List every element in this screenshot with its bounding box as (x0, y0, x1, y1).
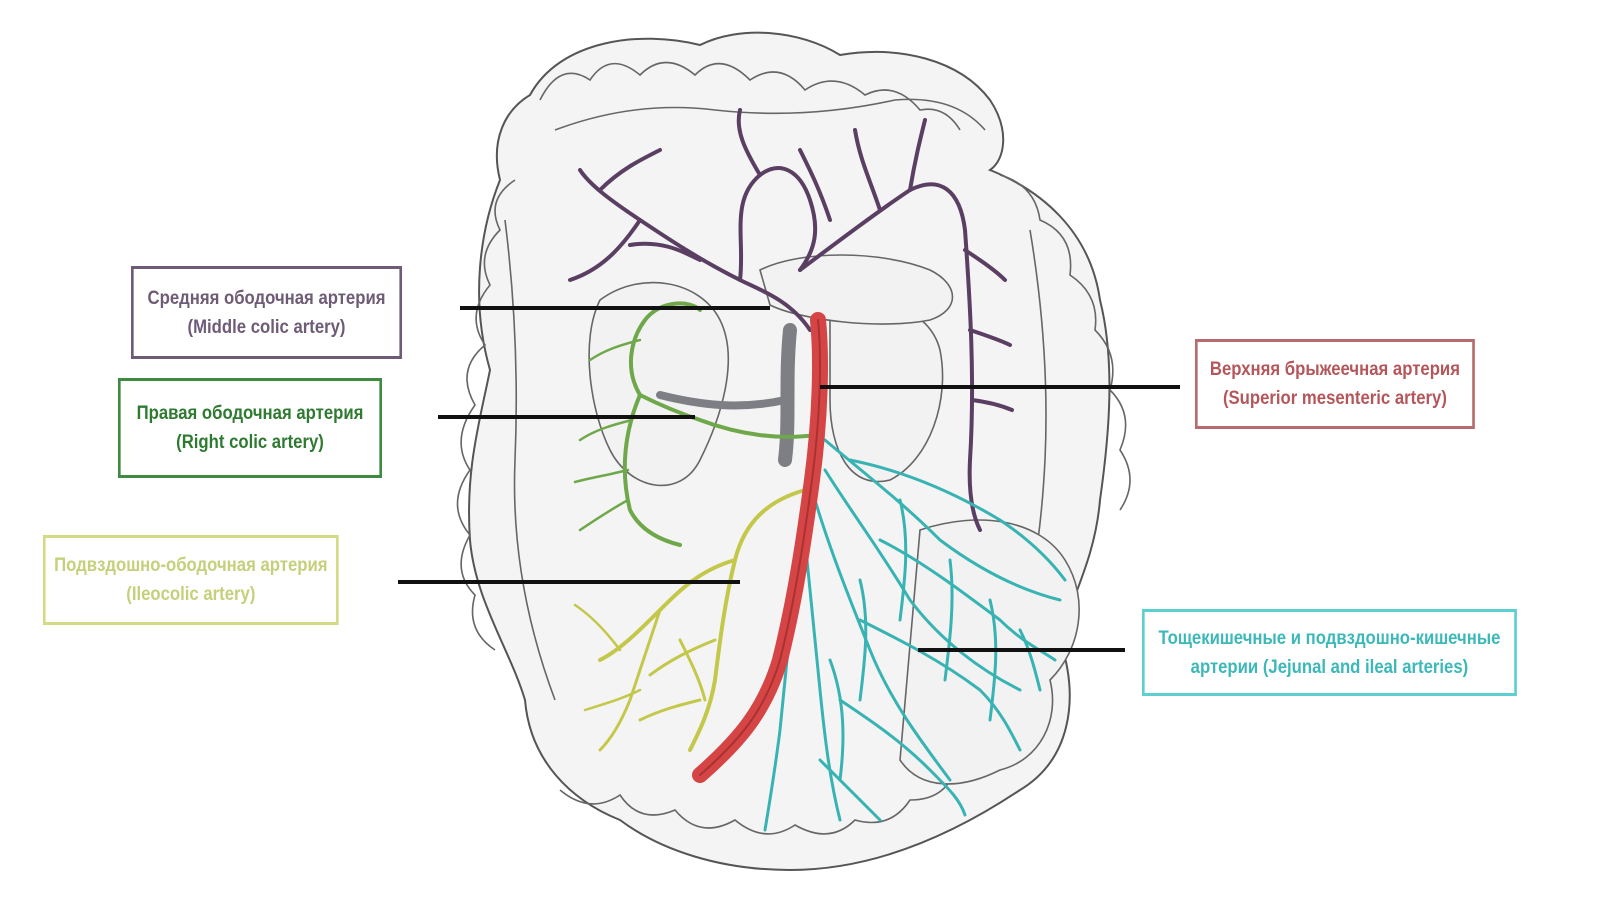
label-superior-mesenteric-en: (Superior mesenteric artery) (1222, 388, 1447, 409)
label-right-colic-en: (Right colic artery) (176, 432, 324, 453)
label-ileocolic-artery: Подвздошно-ободочная артерия (Ileocolic … (43, 535, 339, 625)
right-colic-vessels (573, 301, 817, 547)
jejunal-ileal-vessels (763, 438, 1067, 832)
label-middle-colic-ru: Средняя ободочная артерия (147, 287, 386, 309)
label-superior-mesenteric-artery: Верхняя брыжеечная артерия (Superior mes… (1195, 339, 1475, 429)
label-ileocolic-en: (Ileocolic artery) (126, 584, 256, 605)
ileocolic-vessels (573, 488, 807, 752)
label-middle-colic-en: (Middle colic artery) (187, 316, 346, 338)
leader-lines (398, 306, 1180, 652)
label-jejunal-ileal-ru: Тощекишечные и подвздошно-кишечные (1158, 627, 1501, 649)
label-right-colic-ru: Правая ободочная артерия (136, 403, 364, 424)
middle-colic-vessels (568, 108, 1014, 532)
label-jejunal-ileal-en: артерии (Jejunal and ileal arteries) (1190, 656, 1469, 678)
label-ileocolic-ru: Подвздошно-ободочная артерия (54, 555, 328, 576)
label-right-colic-artery: Правая ободочная артерия (Right colic ar… (118, 378, 382, 478)
label-superior-mesenteric-ru: Верхняя брыжеечная артерия (1209, 359, 1460, 380)
label-jejunal-ileal-arteries: Тощекишечные и подвздошно-кишечные артер… (1142, 609, 1517, 696)
superior-mesenteric-artery (692, 312, 828, 783)
label-middle-colic-artery: Средняя ободочная артерия (Middle colic … (131, 266, 403, 359)
mesenteric-vein (656, 323, 797, 467)
